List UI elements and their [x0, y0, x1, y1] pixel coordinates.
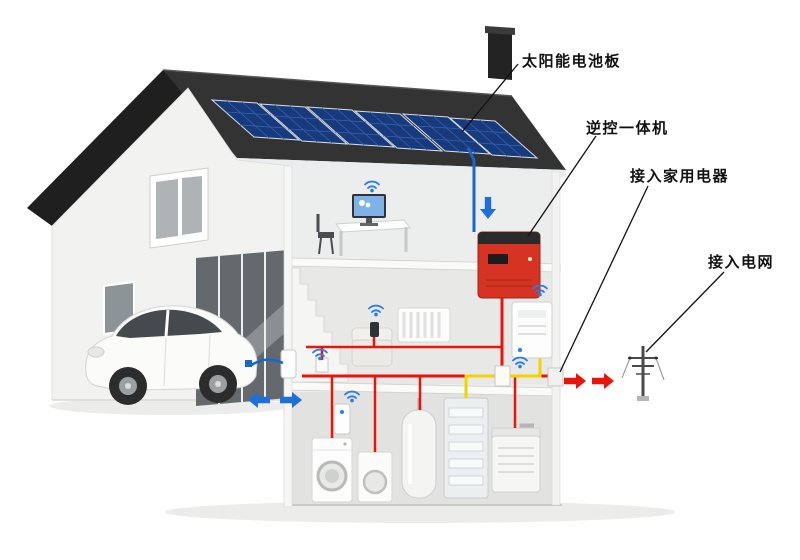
- radiator: [397, 307, 451, 343]
- grid-meter: [547, 367, 564, 387]
- leader-inverter: [527, 135, 597, 237]
- battery-cabinet: [443, 397, 489, 499]
- roof-left-slope: [27, 70, 188, 226]
- living-floor: [291, 267, 451, 383]
- leader-grid: [645, 271, 725, 353]
- headlight: [87, 346, 105, 358]
- charging-cable: [249, 358, 284, 368]
- label-inverter: 逆控一体机: [586, 120, 669, 137]
- wall-socket: [315, 357, 329, 373]
- power-pole: [621, 346, 665, 401]
- staircase: [291, 267, 349, 383]
- computer-monitor: [352, 194, 386, 226]
- pv-dc-line: [466, 147, 476, 232]
- basement: [311, 397, 541, 503]
- electric-car: [85, 305, 258, 405]
- solar-panel-grid-lines: [225, 100, 524, 158]
- label-solar-panel: 太阳能电池板: [522, 53, 622, 70]
- outer-wall-right: [551, 171, 561, 506]
- label-home-appliances: 接入家用电器: [630, 168, 730, 185]
- inverter-unit: [477, 231, 541, 299]
- car-windows: [116, 309, 222, 338]
- dryer: [357, 451, 393, 503]
- battery-box: [511, 301, 553, 359]
- label-grid: 接入电网: [708, 254, 775, 271]
- power-meter: [494, 365, 511, 387]
- leader-solar-panel: [461, 63, 519, 133]
- washing-machine: [311, 437, 353, 503]
- desk-chair: [316, 214, 334, 255]
- chimney: [485, 26, 515, 80]
- smartphone: [370, 322, 379, 337]
- leader-lines: [461, 63, 725, 373]
- grid-flow-arrow: [564, 373, 586, 389]
- ground-shadow: [165, 501, 675, 523]
- ev-charger: [280, 349, 297, 379]
- roof-ridge: [162, 69, 513, 97]
- solar-panel-array: [210, 99, 539, 159]
- attic-room: [316, 194, 411, 256]
- grid-flow-arrow: [592, 373, 614, 389]
- gable-window: [149, 167, 209, 249]
- cut-wall-left: [283, 165, 293, 508]
- backup-generator: [491, 423, 541, 493]
- smart-gateway: [333, 403, 351, 435]
- leader-appliances: [559, 185, 649, 373]
- charge-port: [245, 360, 252, 367]
